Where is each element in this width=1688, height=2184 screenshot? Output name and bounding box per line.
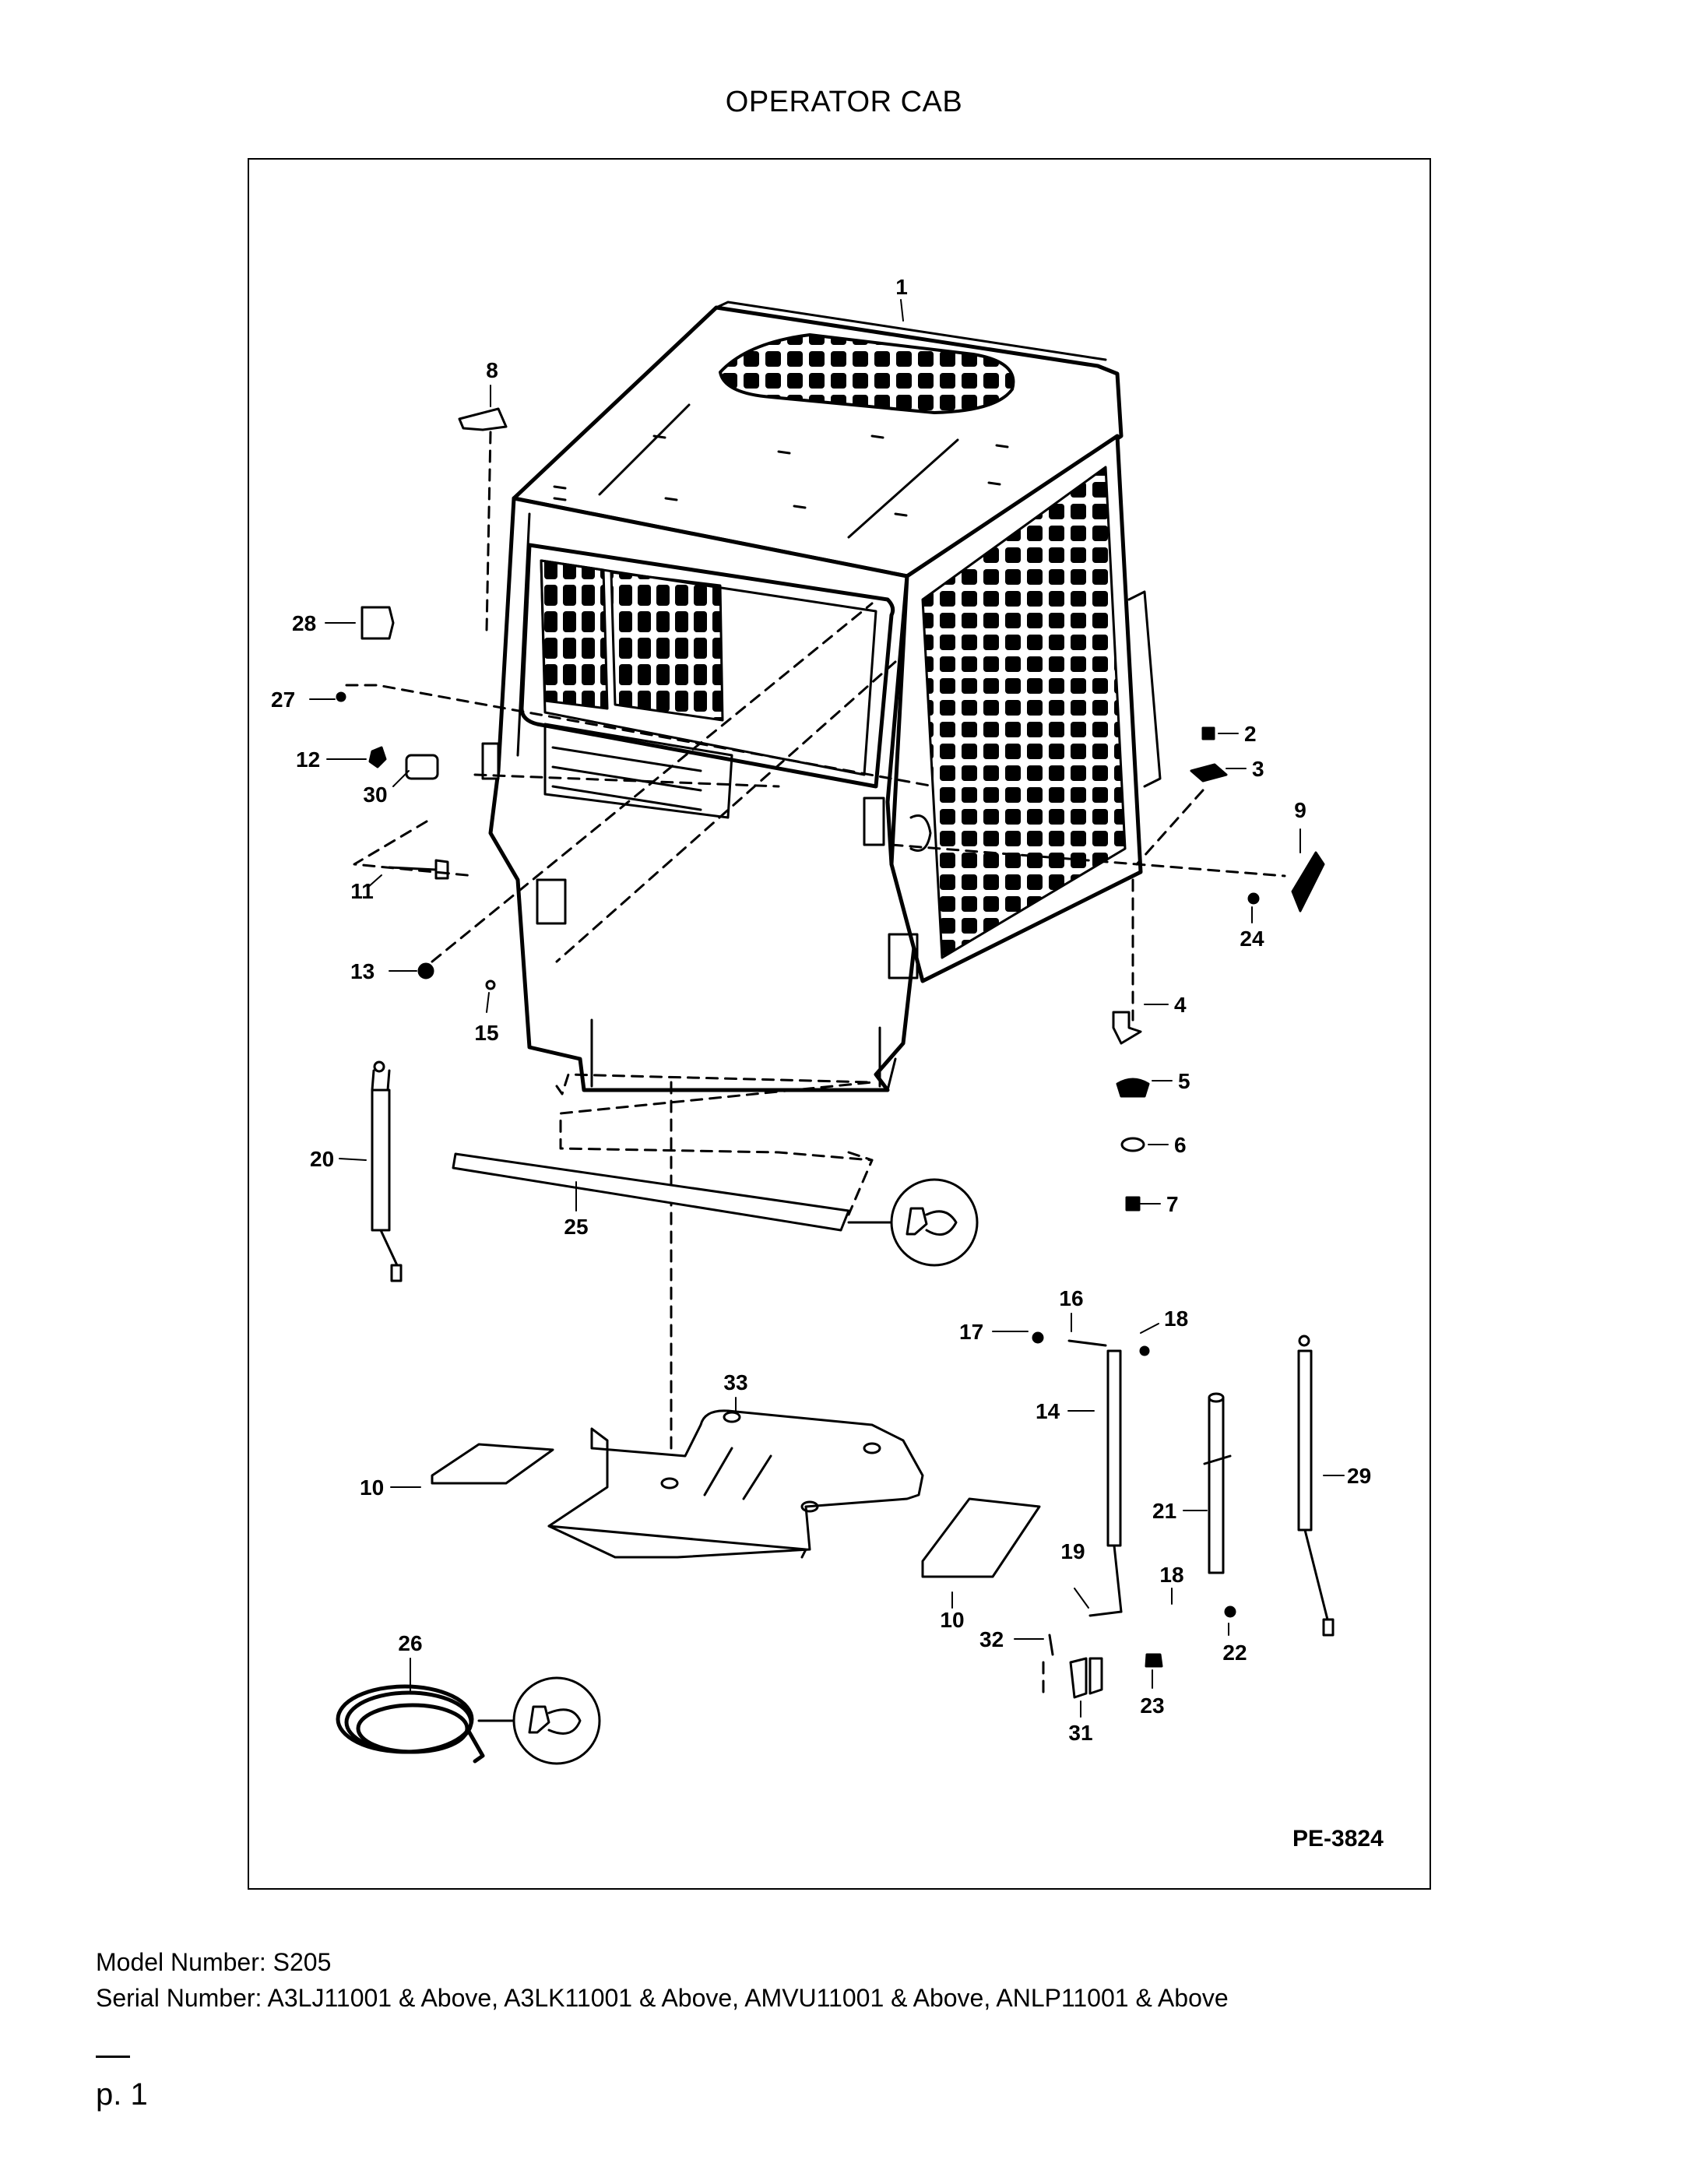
part-6-washer: [1120, 1137, 1145, 1152]
callout-18-top: 18: [1164, 1307, 1188, 1331]
part-32-bolt: [1048, 1634, 1054, 1656]
callout-18-bottom: 18: [1159, 1563, 1183, 1587]
callout-8: 8: [486, 358, 498, 382]
part-27-screw: [336, 691, 346, 702]
callout-17: 17: [959, 1320, 983, 1344]
part-33-floor-plate: [547, 1409, 924, 1559]
part-10-pad-right: [921, 1497, 1041, 1578]
page-title: OPERATOR CAB: [725, 86, 963, 118]
callout-32: 32: [979, 1627, 1004, 1651]
callout-25: 25: [564, 1215, 588, 1239]
callout-10-right: 10: [940, 1608, 964, 1632]
part-5-grommet: [1116, 1078, 1150, 1098]
callout-7: 7: [1166, 1192, 1179, 1216]
callout-9: 9: [1294, 798, 1306, 822]
part-15-washer: [485, 979, 496, 990]
callout-10-left: 10: [360, 1475, 384, 1500]
part-4-pin: [1112, 1011, 1142, 1045]
callout-2: 2: [1244, 722, 1257, 746]
callout-22: 22: [1222, 1641, 1247, 1665]
page-rule: [96, 2056, 130, 2058]
part-21-support: [1203, 1392, 1236, 1618]
callout-6: 6: [1174, 1133, 1187, 1157]
part-10-pad-left: [431, 1443, 554, 1485]
callout-24: 24: [1240, 927, 1264, 951]
model-number: Model Number: S205: [96, 1948, 332, 1976]
callout-33: 33: [723, 1370, 747, 1394]
part-11-bolt: [388, 859, 449, 880]
callout-27: 27: [271, 688, 295, 712]
callout-13: 13: [350, 959, 375, 983]
profile-detail-26: [477, 1676, 601, 1765]
page-number: p. 1: [96, 2077, 148, 2112]
part-2-nut: [1201, 726, 1215, 740]
serial-number: Serial Number: A3LJ11001 & Above, A3LK11…: [96, 1984, 1229, 2012]
diagram-frame: [248, 158, 1431, 1890]
callout-28: 28: [292, 611, 316, 635]
part-13-nut: [417, 962, 434, 979]
part-28-bushing: [360, 606, 395, 640]
callout-20: 20: [310, 1147, 334, 1171]
part-20-gas-spring: [371, 1060, 403, 1282]
figure-reference: PE-3824: [1292, 1826, 1384, 1852]
assembly-lines: [345, 431, 1286, 1699]
callout-19: 19: [1060, 1539, 1085, 1563]
part-31-latch: [1069, 1657, 1103, 1699]
part-3-plate: [1190, 763, 1228, 783]
part-29-gas-spring: [1297, 1335, 1335, 1637]
part-9-mirror: [1291, 851, 1325, 913]
operator-cab-part: [481, 301, 1162, 1092]
callout-3: 3: [1252, 757, 1264, 781]
callout-21: 21: [1152, 1499, 1176, 1523]
callout-5: 5: [1178, 1069, 1190, 1093]
callout-26: 26: [398, 1631, 422, 1655]
part-25-strip: [452, 1152, 850, 1232]
profile-detail-25: [847, 1178, 979, 1267]
callout-31: 31: [1068, 1721, 1092, 1745]
callout-15: 15: [474, 1021, 498, 1045]
callout-labels: 1 2 3 4 5 6 7 8 9 10 10 11 12 13 14 15 1…: [271, 275, 1371, 1745]
part-14-gas-spring: [1032, 1331, 1150, 1617]
callout-14: 14: [1036, 1399, 1060, 1423]
part-23-nut: [1145, 1653, 1163, 1668]
callout-29: 29: [1347, 1464, 1371, 1488]
callout-11: 11: [350, 879, 374, 903]
callout-30: 30: [363, 783, 387, 807]
callout-16: 16: [1059, 1286, 1083, 1310]
part-12-nut: [368, 746, 387, 768]
part-30-bushing: [405, 754, 439, 780]
callout-1: 1: [895, 275, 908, 299]
callout-4: 4: [1174, 993, 1187, 1017]
part-7-nut: [1125, 1196, 1141, 1212]
callout-12: 12: [296, 747, 320, 772]
part-8-clip: [458, 407, 508, 431]
part-26-seal: [336, 1684, 485, 1764]
callout-23: 23: [1140, 1693, 1164, 1718]
leader-lines: [309, 299, 1345, 1718]
part-24-nut: [1247, 892, 1260, 905]
